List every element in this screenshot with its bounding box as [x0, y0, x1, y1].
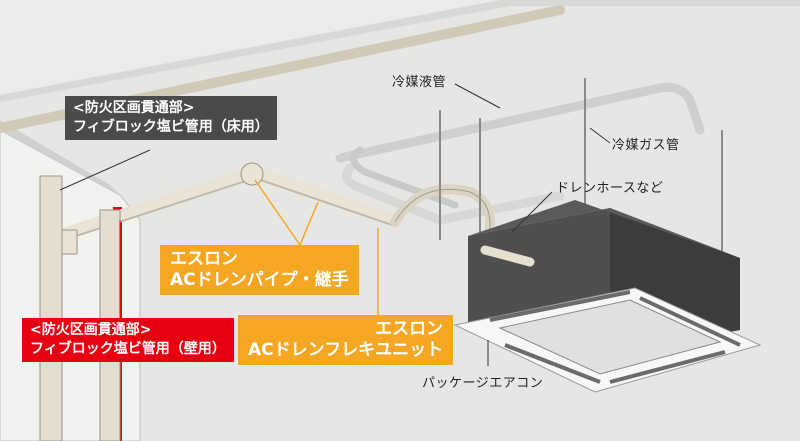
ac-panel-grille — [498, 299, 722, 375]
drain-flex-tag: エスロン ACドレンフレキユニット — [238, 315, 454, 365]
refrigerant-gas-label: 冷媒ガス管 — [612, 138, 680, 153]
ac-body-top — [468, 200, 740, 258]
wall-penetration-line2: フィブロック塩ビ管用（壁用） — [30, 341, 226, 357]
refrigerant-liquid-pipe — [335, 82, 705, 163]
leader-drain-hose — [511, 191, 553, 233]
refrigerant-gas-pipe — [342, 163, 565, 225]
drain-flex-line2: ACドレンフレキユニット — [248, 340, 444, 360]
leader-liquid — [454, 83, 501, 109]
drain-hose-connector — [480, 245, 535, 267]
leader-gas — [589, 127, 611, 144]
drain-flex-line1: エスロン — [375, 319, 444, 339]
drain-pipe-tag: エスロン ACドレンパイプ・継手 — [160, 245, 359, 295]
leader-floor — [59, 149, 151, 191]
refrigerant-liquid-label: 冷媒液管 — [392, 75, 447, 90]
floor-penetration-tag: <防火区画貫通部> フィブロック塩ビ管用（床用） — [65, 96, 277, 140]
leader-drain-pipe-2 — [299, 201, 319, 246]
leader-drain-pipe-1 — [254, 179, 301, 246]
ac-louver-2 — [639, 296, 741, 347]
drain-fitting-elbow — [240, 162, 264, 186]
ceiling-edge — [0, 0, 800, 102]
wall-penetration-tag: <防火区画貫通部> フィブロック塩ビ管用（壁用） — [22, 318, 234, 362]
drain-pipe-line2: ACドレンパイプ・継手 — [170, 270, 349, 290]
refrigerant-loop — [350, 146, 459, 209]
ac-louver-4 — [609, 350, 726, 384]
floor-penetration-line2: フィブロック塩ビ管用（床用） — [73, 119, 269, 135]
wall-penetration-line1: <防火区画貫通部> — [30, 322, 152, 338]
drain-pipe-line1: エスロン — [170, 249, 238, 269]
drain-hose-label: ドレンホースなど — [556, 181, 664, 196]
drain-flex-hose-edge — [394, 188, 491, 251]
ac-louver-3 — [504, 343, 601, 384]
vertical-drain-pipe-1 — [39, 175, 63, 441]
ac-louver-1 — [489, 290, 631, 322]
floor-penetration-line1: <防火区画貫通部> — [73, 100, 195, 116]
package-ac-label: パッケージエアコン — [422, 376, 544, 391]
